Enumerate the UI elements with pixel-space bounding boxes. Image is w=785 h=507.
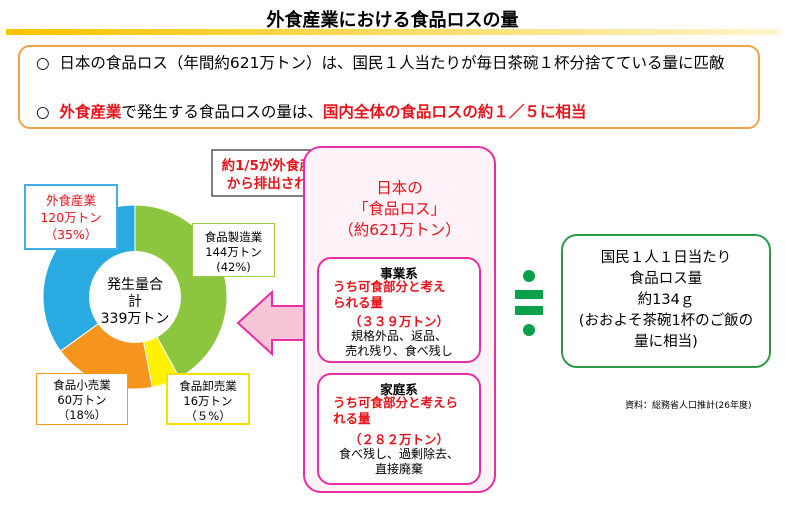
- donut-center-line: 発生量合: [107, 277, 163, 293]
- panel-title-line: 日本の: [376, 179, 423, 197]
- per-person-line: 量に相当): [634, 334, 698, 350]
- callout-value: 120万トン: [40, 210, 102, 225]
- equals-bar: [515, 306, 543, 315]
- summary-line-2-middle: で発生する食品ロスの量は、: [121, 103, 323, 121]
- per-person-line: 食品ロス量: [629, 271, 703, 287]
- panel-title-line: 「食品ロス」: [352, 200, 446, 218]
- household-emph-line: うち可食部分と考えら: [333, 395, 459, 410]
- callout-percent: (42%): [216, 260, 251, 274]
- household-amount: （２８２万トン）: [348, 432, 449, 447]
- equals-bar: [515, 290, 543, 299]
- summary-emph-restaurant: 外食産業: [59, 103, 122, 121]
- business-box: 事業系 うち可食部分と考え られる量 （３３９万トン） 規格外品、返品、 売れ残…: [317, 257, 481, 363]
- callout-percent: （35%）: [44, 227, 98, 242]
- balloon-text: 約1/5が外食産業 から排出される: [211, 157, 337, 193]
- household-emph-line: れる量: [333, 411, 371, 426]
- callout-percent: （５%）: [185, 409, 231, 423]
- callout-value: 16万トン: [183, 394, 233, 408]
- callout-name: 外食産業: [45, 193, 96, 208]
- per-person-line: 国民１人１日当たり: [600, 250, 732, 266]
- page-title: 外食産業における食品ロスの量: [266, 10, 519, 31]
- per-person-line: (おおよそ茶碗1杯のご飯の: [578, 313, 754, 329]
- callout-name: 食品卸売業: [179, 379, 237, 393]
- callout-retail: 食品小売業 60万トン （18%）: [36, 373, 128, 425]
- equals-dot: [523, 324, 535, 336]
- summary-line-1-text: 日本の食品ロス（年間約621万トン）は、国民１人当たりが毎日茶碗１杯分捨てている…: [59, 54, 725, 72]
- callout-name: 食品小売業: [53, 378, 111, 392]
- household-example-line: 直接廃棄: [374, 462, 423, 476]
- household-box: 家庭系 うち可食部分と考えら れる量 （２８２万トン） 食べ残し、過剰除去、 直…: [317, 373, 481, 485]
- callout-value: 60万トン: [57, 393, 107, 407]
- panel-title-line: （約621万トン）: [338, 221, 461, 239]
- donut-center-total: 339万トン: [100, 311, 170, 327]
- bullet-icon: ○: [36, 54, 50, 72]
- callout-name: 食品製造業: [204, 230, 263, 244]
- donut-hole: [89, 251, 181, 343]
- summary-line-1: ○ 日本の食品ロス（年間約621万トン）は、国民１人当たりが毎日茶碗１杯分捨てて…: [36, 51, 746, 75]
- household-heading: 家庭系: [380, 382, 418, 397]
- per-person-box: 国民１人１日当たり 食品ロス量 約134ｇ (おおよそ茶碗1杯のご飯の 量に相当…: [561, 234, 771, 368]
- title-underline-bar: [6, 29, 779, 35]
- business-emph-line: られる量: [333, 295, 384, 310]
- business-example-line: 売れ残り、食べ残し: [345, 344, 453, 358]
- donut-center-line: 計: [128, 294, 142, 310]
- business-amount: （３３９万トン）: [348, 314, 449, 329]
- per-person-line: 約134ｇ: [637, 292, 695, 308]
- source-note: 資料：総務省人口推計(26年度): [625, 401, 752, 411]
- callout-wholesale: 食品卸売業 16万トン （５%）: [166, 373, 250, 425]
- callout-manufacturing: 食品製造業 144万トン (42%): [192, 223, 275, 277]
- business-heading: 事業系: [380, 266, 418, 281]
- balloon-line: 約1/5が外食産業: [221, 158, 327, 174]
- summary-emph-ratio: 国内全体の食品ロスの約１／５に相当: [322, 103, 587, 121]
- summary-line-2: ○ 外食産業で発生する食品ロスの量は、国内全体の食品ロスの約１／５に相当: [36, 100, 586, 124]
- panel-title: 日本の 「食品ロス」 （約621万トン）: [303, 178, 496, 241]
- callout-value: 144万トン: [205, 245, 262, 259]
- summary-box: ○ 日本の食品ロス（年間約621万トン）は、国民１人当たりが毎日茶碗１杯分捨てて…: [18, 45, 760, 129]
- household-example-line: 食べ残し、過剰除去、: [338, 447, 459, 461]
- bullet-icon: ○: [36, 103, 50, 121]
- callout-restaurant: 外食産業 120万トン （35%）: [24, 184, 118, 250]
- donut-center-label: 発生量合 計 339万トン: [96, 277, 174, 328]
- balloon-line: から排出される: [226, 176, 322, 192]
- business-emph-line: うち可食部分と考え: [333, 279, 446, 294]
- business-example-line: 規格外品、返品、: [350, 329, 447, 343]
- callout-percent: （18%）: [57, 408, 107, 422]
- equals-dot: [523, 270, 535, 282]
